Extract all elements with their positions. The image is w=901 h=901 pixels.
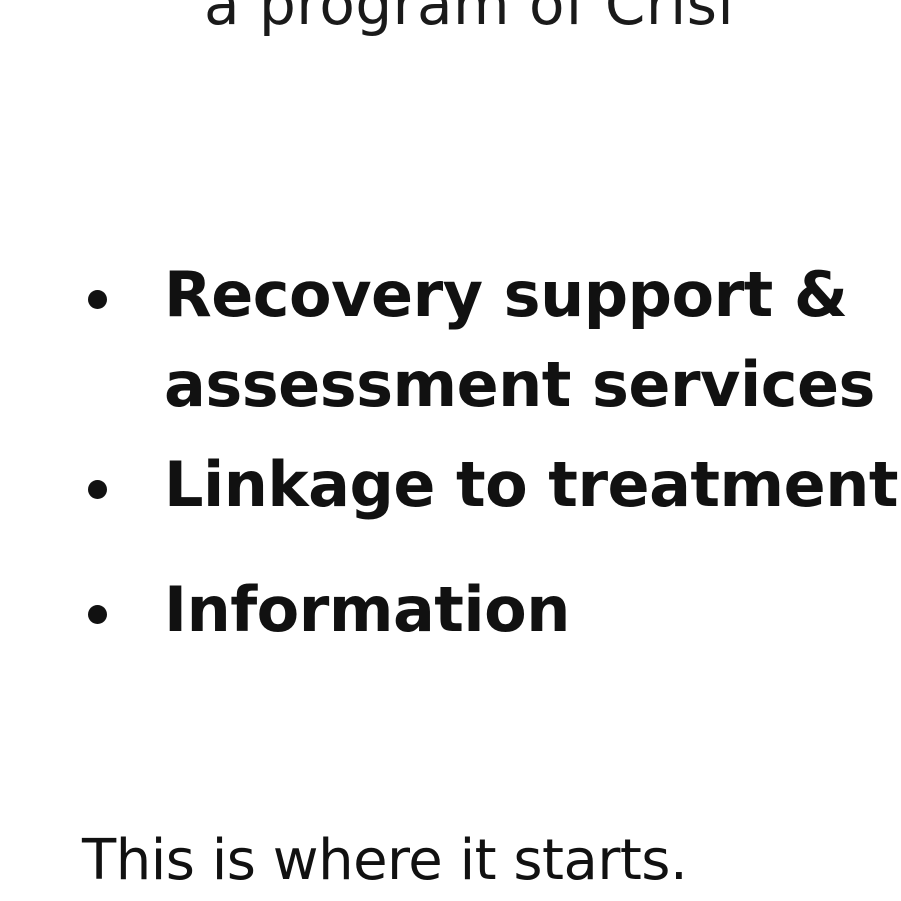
bullet-icon	[88, 480, 107, 499]
service-label: Linkage to treatment	[164, 448, 898, 521]
bullet-icon	[88, 605, 107, 624]
tagline: This is where it starts.	[82, 828, 688, 893]
bullet-icon	[88, 290, 107, 309]
program-subtitle: a program of Crisi	[204, 0, 735, 38]
service-label: Recovery support & assessment services	[164, 258, 875, 421]
service-label: Information	[164, 573, 570, 646]
